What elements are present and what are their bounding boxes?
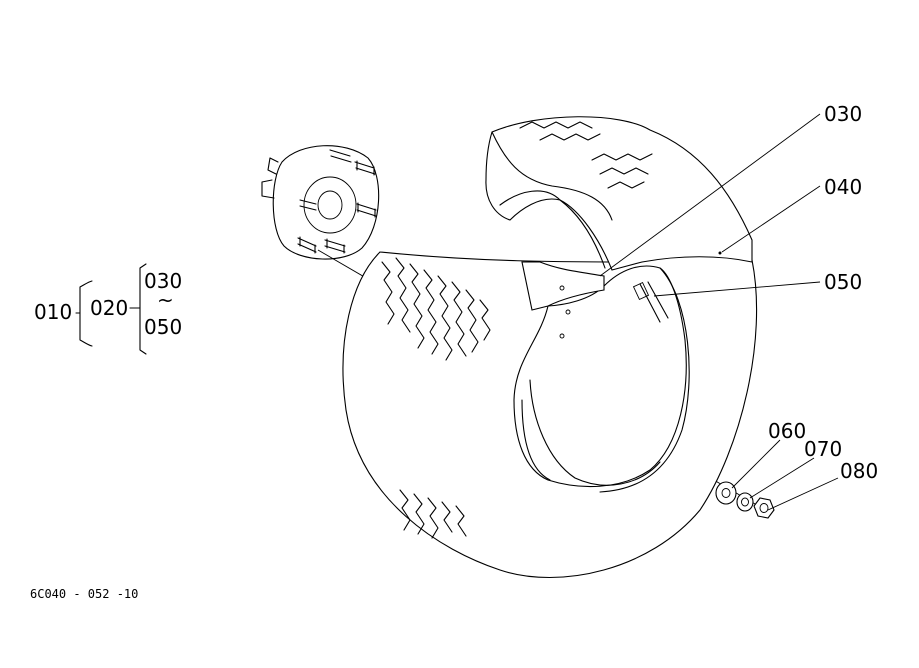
callout-060: 060	[768, 419, 806, 443]
leader-dot-040	[718, 251, 722, 255]
drawing-code: 6C040 - 052 -10	[30, 587, 138, 601]
nut	[753, 497, 775, 519]
callout-070: 070	[804, 437, 842, 461]
tree-range-end: 050	[144, 315, 182, 339]
tree-range-sep: ~	[157, 288, 174, 312]
callout-050: 050	[824, 270, 862, 294]
tree-root: 010	[34, 300, 72, 324]
callout-030: 030	[824, 102, 862, 126]
wheel-hub	[261, 145, 380, 260]
callout-080: 080	[840, 459, 878, 483]
assembly-tree: 010 020 030 ~ 050	[34, 263, 182, 355]
washer	[715, 481, 737, 505]
callout-040: 040	[824, 175, 862, 199]
tree-sub: 020	[90, 296, 128, 320]
tire	[342, 116, 758, 579]
tree-range-start: 030	[144, 269, 182, 293]
lock-washer	[736, 492, 754, 512]
leader-lines	[599, 113, 839, 511]
tread-pattern	[381, 121, 653, 539]
